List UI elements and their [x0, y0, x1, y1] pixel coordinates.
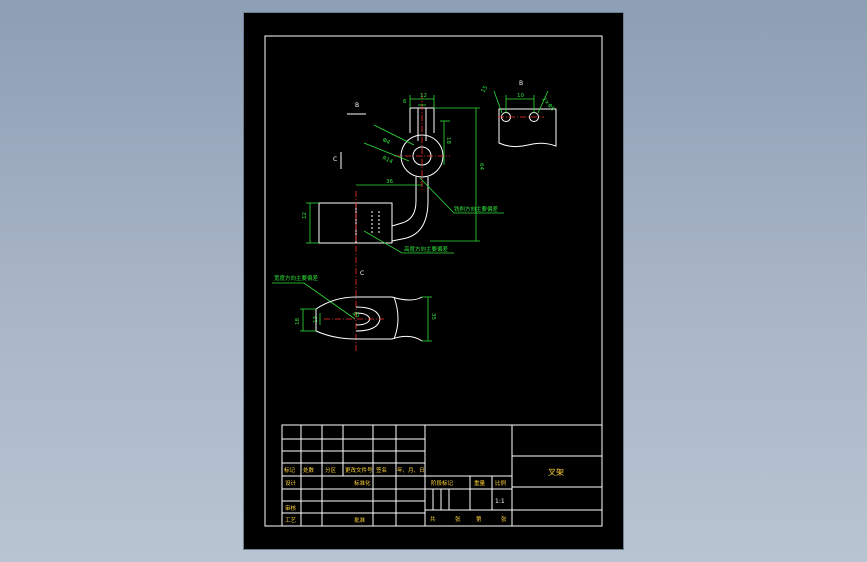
tb-weight: 重量	[474, 479, 486, 487]
front-view: 6 12 18 64 36 12 Φ4 R14 铣削方向主要偏差 高度方向主要偏…	[272, 93, 504, 353]
tb-sheets: 张	[455, 515, 461, 523]
view-b: 10 2×Φ5 15	[481, 85, 557, 148]
tb-stage-mark: 阶段标记	[431, 479, 454, 487]
view-label-c-right: C	[360, 270, 364, 277]
tb-scale-value: 1:1	[495, 498, 505, 505]
dim-phi: Φ4	[381, 137, 391, 146]
dim-10: 10	[517, 93, 524, 99]
tb-sheet-unit: 张	[501, 515, 507, 523]
tb-row-approve: 批准	[354, 516, 366, 524]
tb-ratio: 比例	[495, 479, 507, 487]
dim-2phi: 2×Φ5	[540, 96, 555, 112]
dim-18b: 18	[295, 318, 301, 325]
dim-12b: 12	[302, 212, 308, 219]
view-label-c-left: C	[333, 156, 337, 163]
tb-sheet-no: 第	[476, 515, 482, 523]
view-labels: B C B C	[333, 80, 523, 277]
tb-header-sign: 签名	[376, 466, 387, 474]
tb-row-design: 设计	[285, 479, 297, 487]
title-block: 标记 处数 分区 更改文件号 签名 年、月、日 设计 标准化 审核 工艺 批准 …	[281, 424, 603, 527]
dim-64: 64	[478, 163, 484, 170]
dim-12: 12	[420, 93, 427, 99]
view-label-b-right: B	[519, 80, 523, 87]
tb-row-process: 工艺	[285, 517, 297, 524]
view-c: 18 13 35 40	[295, 296, 436, 342]
annotation-note3: 宽度方向主要偏差	[274, 274, 319, 282]
tb-row-review: 审核	[285, 504, 297, 512]
dim-r14: R14	[381, 155, 394, 165]
tb-header-date: 年、月、日	[397, 466, 425, 474]
annotation-note1: 铣削方向主要偏差	[454, 205, 499, 213]
dim-13: 13	[313, 316, 319, 323]
tb-header-mark: 标记	[284, 466, 296, 474]
tb-header-count: 处数	[303, 466, 315, 474]
view-label-b-left: B	[355, 102, 359, 109]
part-name: 叉架	[548, 468, 564, 477]
tb-sheets-total: 共	[430, 515, 436, 523]
dim-15: 15	[481, 85, 490, 94]
tb-header-zone: 分区	[325, 466, 337, 474]
tb-row-standard: 标准化	[354, 479, 371, 487]
dim-40: 40	[351, 311, 360, 319]
dim-18: 18	[445, 137, 451, 144]
dim-35: 35	[430, 313, 436, 320]
drawing-sheet: 标记 处数 分区 更改文件号 签名 年、月、日 设计 标准化 审核 工艺 批准 …	[244, 13, 623, 549]
dim-6: 6	[403, 99, 407, 105]
tb-header-change-doc: 更改文件号	[345, 466, 373, 474]
dim-36: 36	[386, 179, 393, 185]
annotation-note2: 高度方向主要偏差	[404, 245, 449, 253]
drawing-canvas: 标记 处数 分区 更改文件号 签名 年、月、日 设计 标准化 审核 工艺 批准 …	[264, 35, 603, 527]
